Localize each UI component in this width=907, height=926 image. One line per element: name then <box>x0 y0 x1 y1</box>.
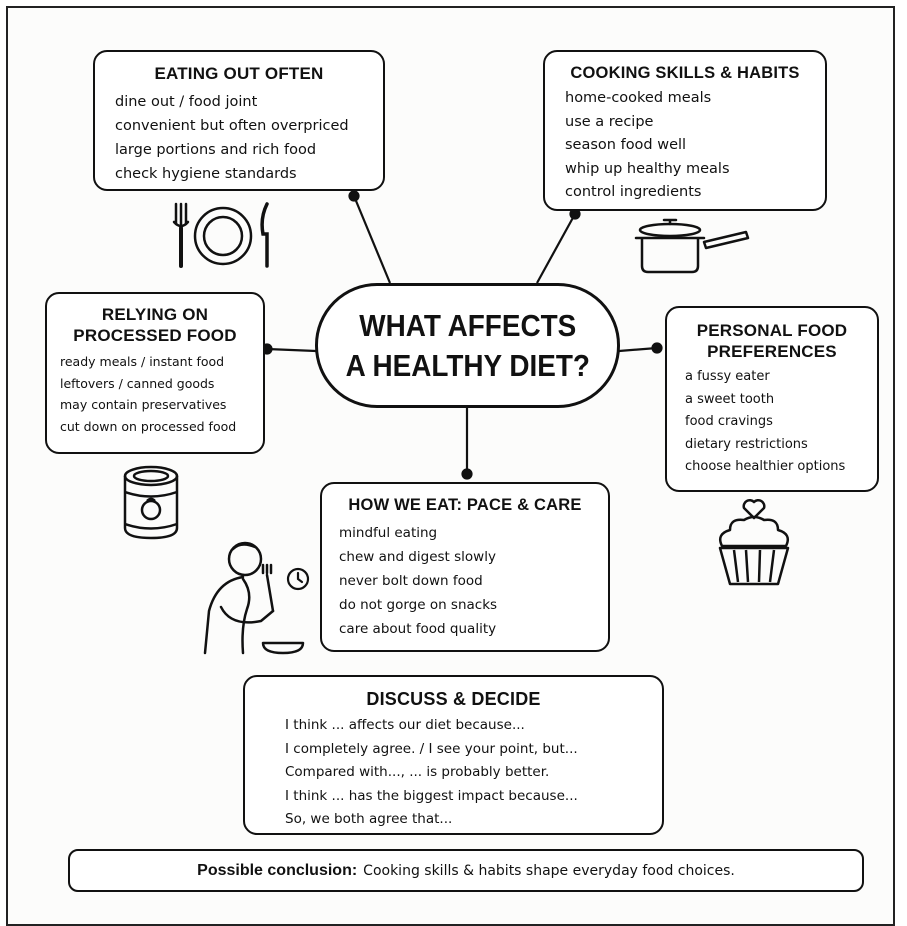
list-item: So, we both agree that... <box>285 811 453 827</box>
connector-eating-out <box>352 195 392 284</box>
processed-food-title-2: PROCESSED FOOD <box>73 326 237 345</box>
list-item: home-cooked meals <box>565 90 712 106</box>
saucepan-icon <box>634 218 750 274</box>
list-item: control ingredients <box>565 184 702 200</box>
conclusion-label: Possible conclusion: <box>197 861 358 879</box>
cooking-title: COOKING SKILLS & HABITS <box>570 64 800 82</box>
central-topic: WHAT AFFECTS A HEALTHY DIET? <box>315 283 620 408</box>
list-item: dine out / food joint <box>115 94 258 110</box>
connector-cooking <box>536 213 576 284</box>
how-we-eat-box: HOW WE EAT: PACE & CARE mindful eating c… <box>320 482 610 652</box>
eating-out-title: EATING OUT OFTEN <box>154 64 324 83</box>
list-item: do not gorge on snacks <box>339 597 498 613</box>
connector-processed <box>266 347 317 353</box>
tin-can-icon <box>123 465 179 540</box>
preferences-title-2: PREFERENCES <box>707 342 837 361</box>
list-item: I think ... affects our diet because... <box>285 717 525 733</box>
list-item: cut down on processed food <box>60 418 237 434</box>
processed-food-title-1: RELYING ON <box>101 305 209 324</box>
list-item: chew and digest slowly <box>339 549 496 565</box>
list-item: care about food quality <box>339 621 497 637</box>
list-item: ready meals / instant food <box>60 354 225 369</box>
processed-food-list: ready meals / instant food leftovers / c… <box>60 351 263 437</box>
list-item: a sweet tooth <box>685 391 775 407</box>
list-item: large portions and rich food <box>115 142 317 158</box>
central-topic-title: WHAT AFFECTS A HEALTHY DIET? <box>345 307 590 383</box>
list-item: a fussy eater <box>685 369 770 384</box>
connector-preferences <box>618 346 658 353</box>
processed-food-box: RELYING ON PROCESSED FOOD ready meals / … <box>45 292 265 454</box>
list-item: I think ... has the biggest impact becau… <box>285 787 578 804</box>
list-item: whip up healthy meals <box>565 160 730 177</box>
eating-out-box: EATING OUT OFTEN dine out / food joint c… <box>93 50 385 191</box>
discuss-list: I think ... affects our diet because... … <box>285 714 662 832</box>
how-we-eat-title: HOW WE EAT: PACE & CARE <box>348 496 582 514</box>
list-item: check hygiene standards <box>115 166 297 182</box>
list-item: never bolt down food <box>339 573 483 589</box>
list-item: dietary restrictions <box>685 436 808 452</box>
list-item: choose healthier options <box>685 459 846 474</box>
preferences-box: PERSONAL FOOD PREFERENCES a fussy eater … <box>665 306 879 492</box>
cooking-box: COOKING SKILLS & HABITS home-cooked meal… <box>543 50 827 211</box>
how-we-eat-list: mindful eating chew and digest slowly ne… <box>339 521 608 641</box>
person-eating-icon <box>203 541 305 655</box>
eating-out-list: dine out / food joint convenient but oft… <box>115 90 383 186</box>
discuss-title: DISCUSS & DECIDE <box>366 689 541 709</box>
fork-plate-knife-icon <box>172 202 269 268</box>
preferences-title-1: PERSONAL FOOD <box>696 321 848 340</box>
clock-icon <box>286 567 310 591</box>
list-item: leftovers / canned goods <box>60 375 215 391</box>
list-item: Compared with..., ... is probably better… <box>285 764 550 780</box>
cooking-list: home-cooked meals use a recipe season fo… <box>565 87 825 205</box>
preferences-list: a fussy eater a sweet tooth food craving… <box>685 366 877 479</box>
list-item: mindful eating <box>339 525 438 541</box>
list-item: use a recipe <box>565 113 654 130</box>
conclusion-text: Cooking skills & habits shape everyday f… <box>363 862 735 879</box>
discuss-box: DISCUSS & DECIDE I think ... affects our… <box>243 675 664 835</box>
list-item: may contain preservatives <box>60 397 227 412</box>
list-item: convenient but often overpriced <box>115 118 349 134</box>
list-item: season food well <box>565 137 687 153</box>
conclusion-bar: Possible conclusion: Cooking skills & ha… <box>68 849 864 892</box>
list-item: I completely agree. / I see your point, … <box>285 740 578 757</box>
list-item: food cravings <box>685 414 773 429</box>
cupcake-icon <box>718 499 790 586</box>
